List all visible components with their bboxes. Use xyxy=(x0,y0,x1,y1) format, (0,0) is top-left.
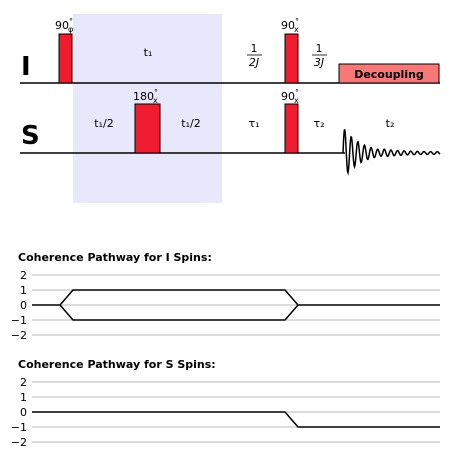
delay-1-3j-den: 3J xyxy=(314,56,324,69)
pathway-s-title: Coherence Pathway for S Spins: xyxy=(18,358,216,371)
decoupling-label: Decoupling xyxy=(354,68,424,81)
pathway-s-level-0: 0 xyxy=(20,406,27,419)
s-pulse-90-x xyxy=(284,103,299,154)
pathway-s-level-1: 1 xyxy=(20,391,27,404)
delay-1-2j-den: 2J xyxy=(249,56,259,69)
delay-tau1-label: τ₁ xyxy=(248,117,259,130)
channel-s-label: S xyxy=(21,121,40,151)
s-pulse-90-x-label: 90°x xyxy=(281,88,299,105)
delay-1-2j-num: 1 xyxy=(251,42,258,55)
delay-tau2-label: τ₂ xyxy=(313,117,324,130)
delay-t2-label: t₂ xyxy=(386,117,395,130)
i-pulse-90-phi-label: 90°φ xyxy=(55,17,73,34)
pathway-s-levels: 2 1 0 −1 −2 xyxy=(11,376,27,449)
delay-1-3j-num: 1 xyxy=(316,42,323,55)
pathway-s-level-m2: −2 xyxy=(11,436,27,449)
pathway-i-level-0: 0 xyxy=(20,299,27,312)
decoupling-block xyxy=(338,63,440,84)
pathway-s-level-2: 2 xyxy=(20,376,27,389)
channel-i-label: I xyxy=(21,52,31,82)
pathway-i-levels: 2 1 0 −1 −2 xyxy=(11,269,27,342)
fid-signal xyxy=(342,129,441,176)
delay-t1-label: t₁ xyxy=(144,46,153,59)
pathway-s-path xyxy=(32,411,440,428)
delay-t1-half-left-label: t₁/2 xyxy=(94,117,113,130)
delay-t1-half-right-label: t₁/2 xyxy=(181,117,200,130)
pathway-i-title: Coherence Pathway for I Spins: xyxy=(18,251,212,264)
i-pulse-90-x-label: 90°x xyxy=(281,17,299,34)
i-pulse-90-phi xyxy=(58,33,73,84)
pathway-i-level-m2: −2 xyxy=(11,329,27,342)
pathway-i-level-2: 2 xyxy=(20,269,27,282)
pathway-i-level-1: 1 xyxy=(20,284,27,297)
pathway-s-level-m1: −1 xyxy=(11,421,27,434)
pathway-i-path-minus xyxy=(59,304,299,321)
s-pulse-180-x-label: 180°x xyxy=(133,88,158,105)
pathway-i-path-plus xyxy=(32,289,440,306)
pathway-i-level-m1: −1 xyxy=(11,314,27,327)
i-pulse-90-x xyxy=(284,33,299,84)
s-pulse-180-x xyxy=(134,103,161,154)
